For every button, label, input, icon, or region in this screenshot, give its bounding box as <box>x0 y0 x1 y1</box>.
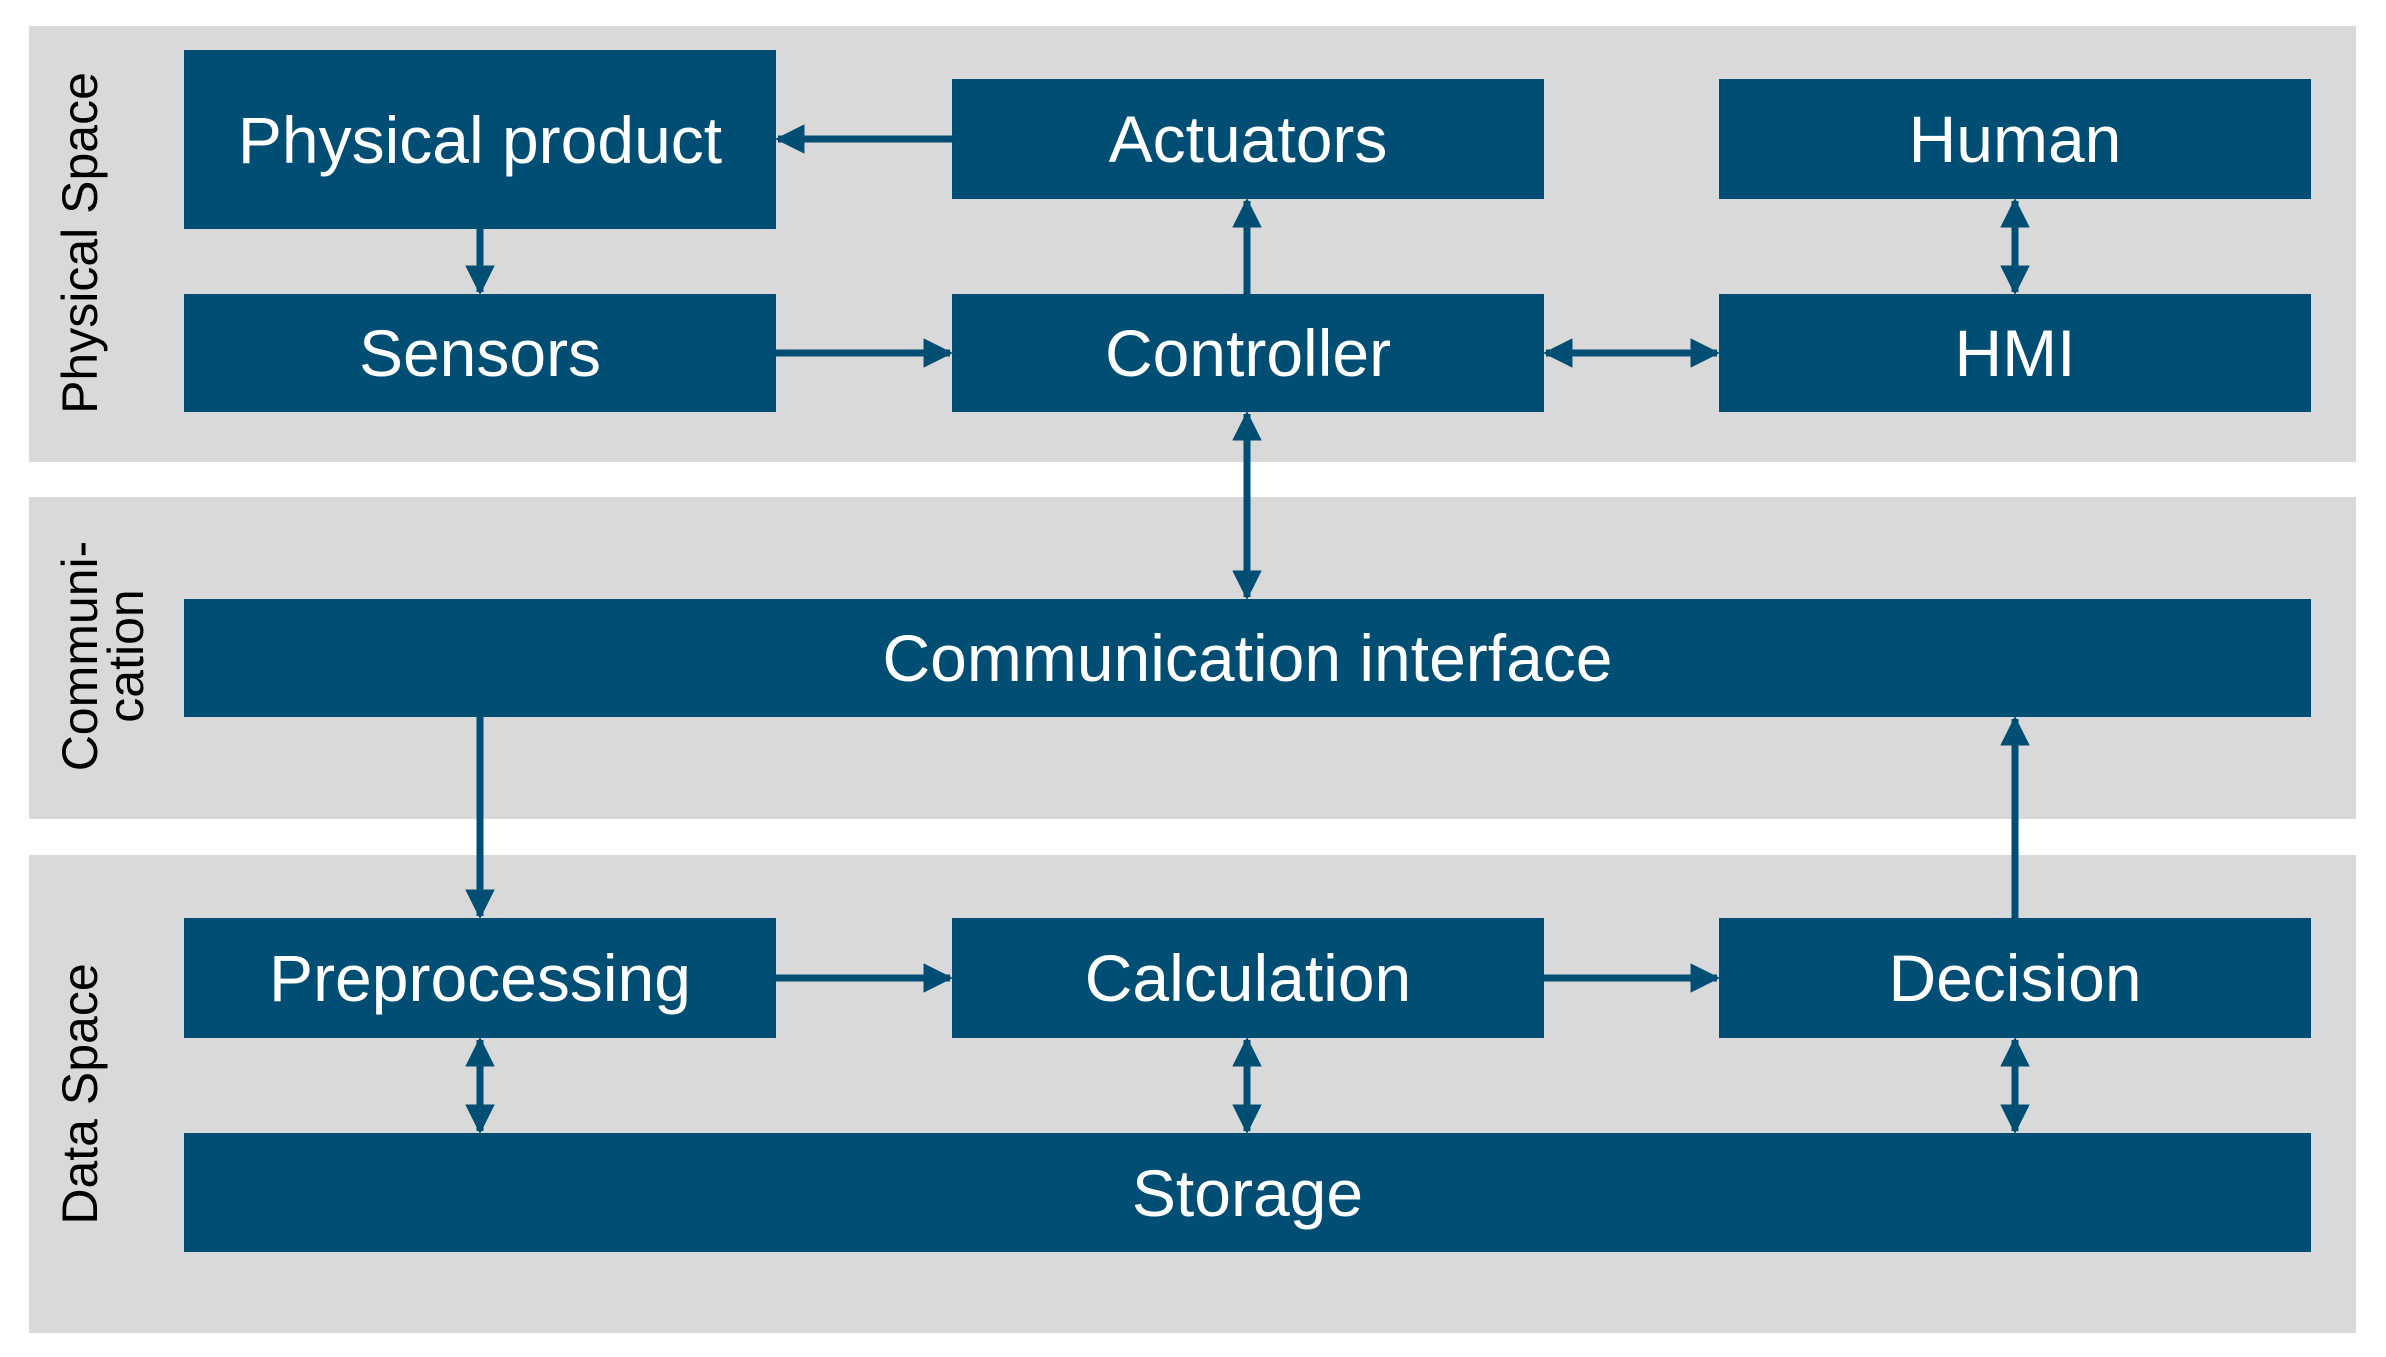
node-calculation: Calculation <box>952 918 1544 1038</box>
node-hmi: HMI <box>1719 294 2311 412</box>
node-decision: Decision <box>1719 918 2311 1038</box>
node-communication-interface: Communication interface <box>184 599 2311 717</box>
node-actuators: Actuators <box>952 79 1544 199</box>
physical-space-label: Physical Space <box>52 72 108 414</box>
node-storage: Storage <box>184 1133 2311 1252</box>
communication-label-line1: Communi- <box>52 540 108 772</box>
data-space-label: Data Space <box>52 963 108 1225</box>
communication-label: Communi- cation <box>52 540 154 772</box>
communication-label-line2: cation <box>98 589 154 723</box>
node-sensors: Sensors <box>184 294 776 412</box>
node-controller: Controller <box>952 294 1544 412</box>
node-physical-product: Physical product <box>184 50 776 229</box>
node-preprocessing: Preprocessing <box>184 918 776 1038</box>
node-human: Human <box>1719 79 2311 199</box>
